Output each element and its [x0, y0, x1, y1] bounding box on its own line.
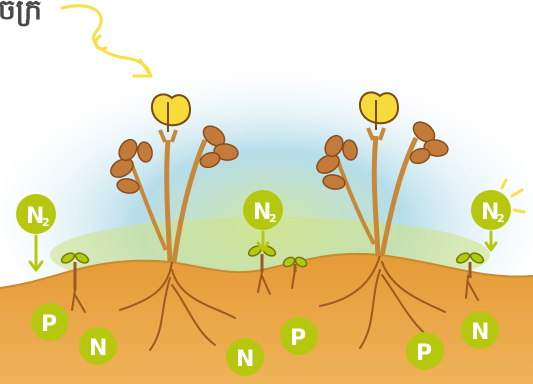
svg-text:2: 2 [497, 212, 505, 225]
soil-layer [0, 254, 533, 384]
nutrient-n-3: N [461, 311, 499, 349]
svg-text:2: 2 [42, 216, 50, 229]
svg-text:N: N [471, 320, 489, 345]
svg-text:P: P [290, 326, 306, 351]
svg-text:N: N [236, 347, 254, 372]
nutrient-n-2: N [226, 338, 264, 376]
svg-text:2: 2 [269, 212, 277, 225]
svg-text:P: P [416, 341, 432, 366]
svg-text:N: N [89, 336, 107, 361]
nutrient-p-1: P [31, 303, 69, 341]
nutrient-p-3: P [406, 332, 444, 370]
sun-ray-arrow-icon [62, 6, 151, 76]
svg-text:P: P [41, 312, 57, 337]
nutrient-n-1: N [79, 327, 117, 365]
nutrient-p-2: P [280, 317, 318, 355]
